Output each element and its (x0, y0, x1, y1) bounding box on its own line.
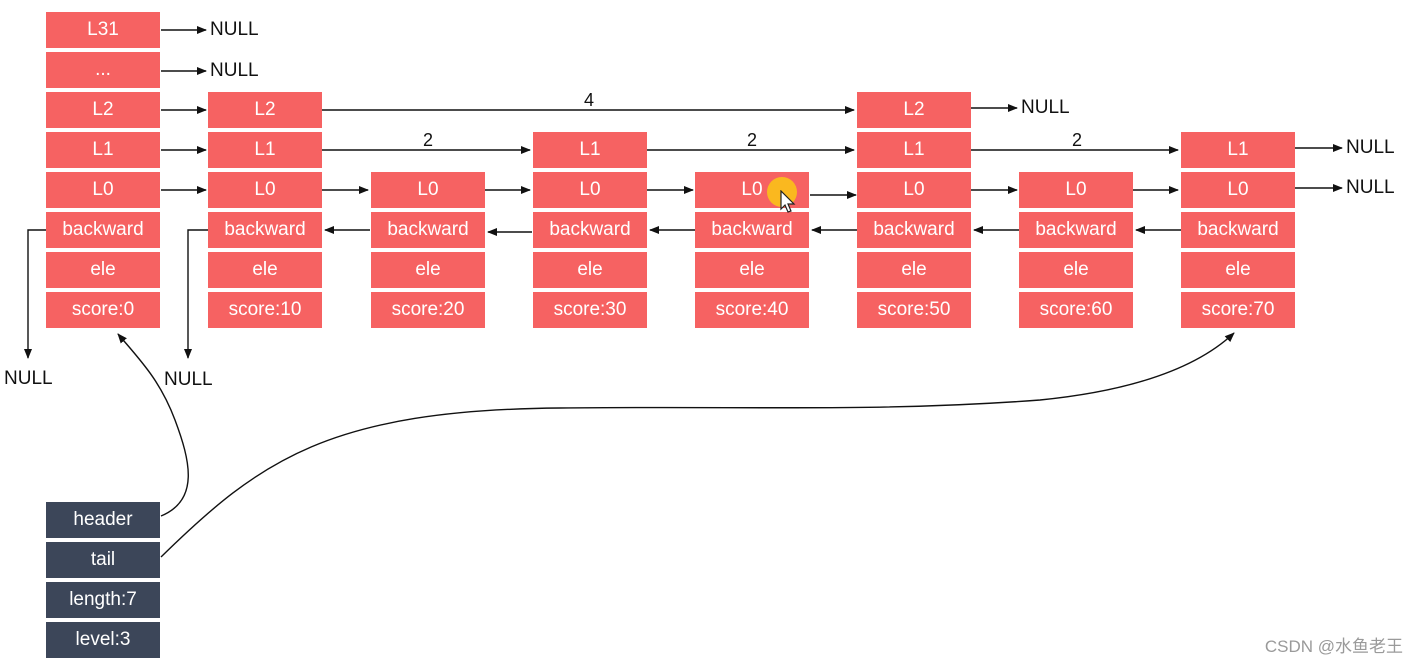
node20-score: score:20 (371, 292, 485, 328)
node50-score: score:50 (857, 292, 971, 328)
node50-ele: ele (857, 252, 971, 288)
node50-level-l1: L1 (857, 132, 971, 168)
node70-level-l0: L0 (1181, 172, 1295, 208)
null-label-node70-l1: NULL (1346, 137, 1395, 158)
node10-backward: backward (208, 212, 322, 248)
null-label-l31: NULL (210, 19, 259, 40)
span-label-l1-a: 2 (422, 130, 434, 150)
node30-level-l0: L0 (533, 172, 647, 208)
span-label-l1-c: 2 (1071, 130, 1083, 150)
node50-level-l0: L0 (857, 172, 971, 208)
list-length-field: length:7 (46, 582, 160, 618)
list-header-field: header (46, 502, 160, 538)
watermark: CSDN @水鱼老王 (1264, 637, 1403, 656)
node10-level-l0: L0 (208, 172, 322, 208)
node70-level-l1: L1 (1181, 132, 1295, 168)
span-label-l2: 4 (583, 90, 595, 110)
mouse-pointer-icon (780, 190, 796, 213)
null-label-node50-l2: NULL (1021, 97, 1070, 118)
null-label-node10-backward: NULL (164, 369, 213, 390)
node40-score: score:40 (695, 292, 809, 328)
node40-backward: backward (695, 212, 809, 248)
arrow-n10-backward-null (184, 229, 208, 359)
node60-backward: backward (1019, 212, 1133, 248)
list-level-field: level:3 (46, 622, 160, 658)
header-backward: backward (46, 212, 160, 248)
node10-level-l2: L2 (208, 92, 322, 128)
header-level-l31: L31 (46, 12, 160, 48)
node30-score: score:30 (533, 292, 647, 328)
node20-backward: backward (371, 212, 485, 248)
header-score: score:0 (46, 292, 160, 328)
node20-ele: ele (371, 252, 485, 288)
node60-score: score:60 (1019, 292, 1133, 328)
node10-level-l1: L1 (208, 132, 322, 168)
node40-ele: ele (695, 252, 809, 288)
arrow-list-tail (160, 332, 1235, 558)
node50-backward: backward (857, 212, 971, 248)
node10-score: score:10 (208, 292, 322, 328)
header-ele: ele (46, 252, 160, 288)
node60-ele: ele (1019, 252, 1133, 288)
header-level-l1: L1 (46, 132, 160, 168)
node20-level-l0: L0 (371, 172, 485, 208)
node70-ele: ele (1181, 252, 1295, 288)
node30-backward: backward (533, 212, 647, 248)
header-level-l2: L2 (46, 92, 160, 128)
node30-ele: ele (533, 252, 647, 288)
header-level-l0: L0 (46, 172, 160, 208)
null-label-node70-l0: NULL (1346, 177, 1395, 198)
node70-score: score:70 (1181, 292, 1295, 328)
node50-level-l2: L2 (857, 92, 971, 128)
node30-level-l1: L1 (533, 132, 647, 168)
arrow-list-header (117, 333, 189, 517)
node70-backward: backward (1181, 212, 1295, 248)
list-tail-field: tail (46, 542, 160, 578)
null-label-dots: NULL (210, 60, 259, 81)
arrow-header-backward-null (24, 229, 46, 359)
node60-level-l0: L0 (1019, 172, 1133, 208)
null-label-header-backward: NULL (4, 368, 53, 389)
node10-ele: ele (208, 252, 322, 288)
header-level-dots: ... (46, 52, 160, 88)
span-label-l1-b: 2 (746, 130, 758, 150)
